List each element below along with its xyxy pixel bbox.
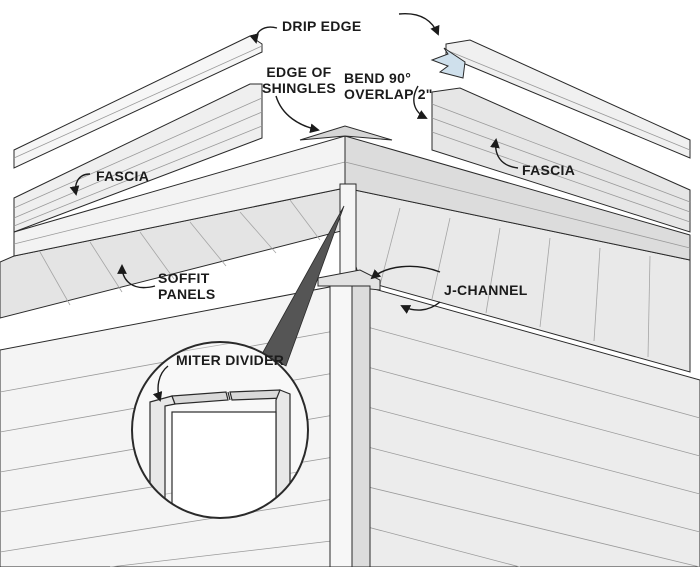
- bend-arrow-icon: [430, 47, 466, 79]
- soffit-panels-line2: PANELS: [158, 286, 216, 302]
- soffit-panels-line1: SOFFIT: [158, 270, 210, 286]
- fascia-installed-right: [344, 135, 691, 261]
- soffit-left: [0, 187, 346, 319]
- edge-of-shingles-label: EDGE OF SHINGLES: [262, 64, 336, 96]
- wall-siding-right: [359, 284, 700, 567]
- drip-edge-left: [13, 35, 263, 169]
- fascia-left-label: FASCIA: [96, 168, 150, 184]
- bend-overlap-label: BEND 90° OVERLAP 2": [344, 70, 433, 102]
- edge-of-shingles-line2: SHINGLES: [262, 80, 336, 96]
- corner-post: [317, 183, 381, 567]
- fascia-piece-right: [431, 87, 691, 233]
- callout-arrows: [69, 13, 519, 402]
- drip-edge-right: [445, 39, 691, 159]
- shingle-edge: [299, 125, 393, 141]
- bend-overlap-line2: OVERLAP 2": [344, 86, 433, 102]
- soffit-panels-label: SOFFIT PANELS: [158, 270, 216, 302]
- edge-of-shingles-line1: EDGE OF: [266, 64, 332, 80]
- miter-divider-inset: [131, 341, 309, 519]
- fascia-right-label: FASCIA: [522, 162, 576, 178]
- miter-divider-label: MITER DIVIDER: [176, 352, 285, 368]
- bend-overlap-line1: BEND 90°: [344, 70, 412, 86]
- drip-edge-label: DRIP EDGE: [282, 18, 362, 34]
- j-channel-label: J-CHANNEL: [444, 282, 528, 298]
